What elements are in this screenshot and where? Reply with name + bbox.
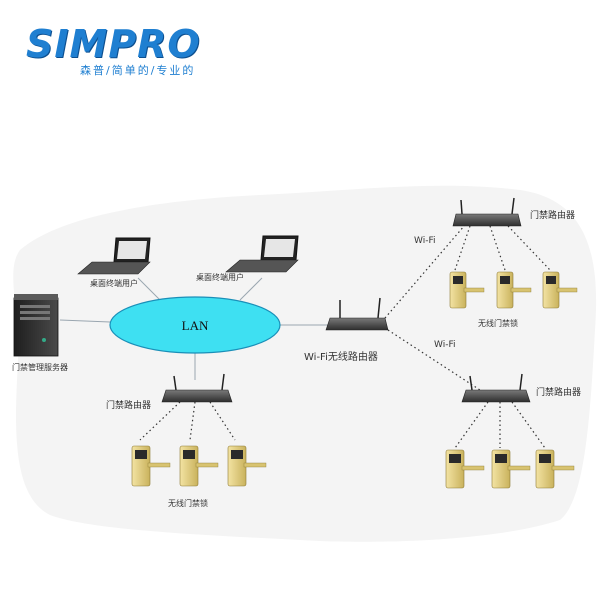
lock-icon-left-2 [179,445,219,487]
lock-icon-top-1 [449,271,485,309]
server-label: 门禁管理服务器 [12,363,68,372]
lock-icon-left-1 [131,445,171,487]
door-router-bottom-label: 门禁路由器 [536,388,582,398]
lock-icon-bottom-3 [535,449,575,489]
wifi-link-bottom-label: Wi-Fi [434,340,456,350]
locks-top-label: 无线门禁锁 [478,319,518,328]
wireless-left-lock3 [209,401,236,441]
link-server-lan [59,319,111,323]
wireless-left-lock1 [139,401,181,441]
brand-tagline: 森普/简单的/专业的 [80,64,196,77]
wireless-bottom-lock1 [454,401,489,449]
wireless-left-lock2 [189,401,196,441]
wireless-top-lock2 [489,225,506,271]
laptop-icon-1 [77,237,151,275]
wifi-router-label: Wi-Fi无线路由器 [304,352,378,363]
link-desktop1-lan [137,277,161,301]
lan-cloud [109,296,281,354]
wireless-wifirouter-bottomrouter [387,329,481,391]
wifi-router-icon [325,297,389,331]
desktop-label-2: 桌面终端用户 [196,273,244,282]
door-router-top-icon [452,197,522,227]
desktop-label-1: 桌面终端用户 [90,279,138,288]
wired-links [59,277,330,380]
lock-icon-top-2 [496,271,532,309]
wireless-top-lock3 [507,225,551,271]
locks-left-label: 无线门禁锁 [168,499,208,508]
wireless-links [139,224,551,449]
wireless-top-lock1 [454,225,471,271]
lock-icon-bottom-2 [491,449,531,489]
wireless-bottom-lock3 [511,401,546,449]
server-icon [13,294,59,357]
background-region [13,185,597,542]
laptop-icon-2 [225,235,299,273]
door-router-left-icon [161,373,233,403]
wifi-link-top-label: Wi-Fi [414,236,436,246]
door-router-top-label: 门禁路由器 [530,211,576,221]
lock-icon-top-3 [542,271,578,309]
link-desktop2-lan [239,277,263,301]
door-router-left-label: 门禁路由器 [106,401,152,411]
lock-icon-bottom-1 [445,449,485,489]
brand-logo: SIMPRO [26,22,201,66]
lan-label: LAN [182,318,209,333]
lock-icon-left-3 [227,445,267,487]
door-router-bottom-icon [461,373,531,403]
